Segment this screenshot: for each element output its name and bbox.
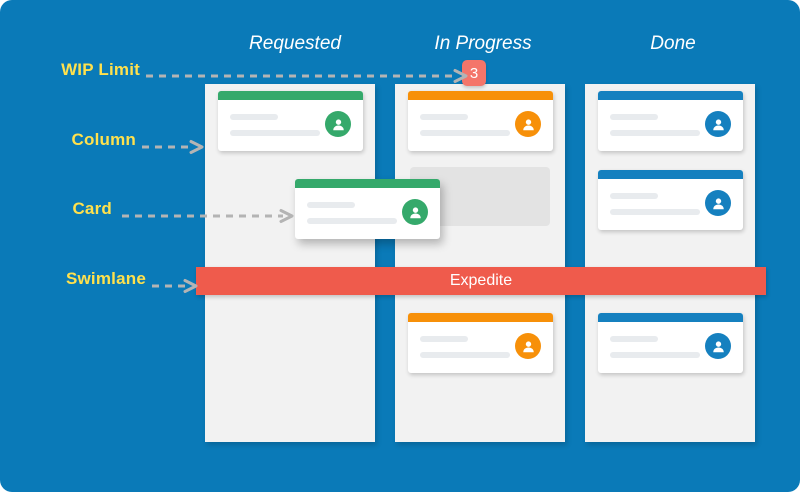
card-accent-bar — [598, 313, 743, 322]
card-body — [408, 100, 553, 151]
card-title-placeholder — [610, 114, 658, 120]
kanban-card[interactable] — [408, 313, 553, 373]
avatar — [705, 190, 731, 216]
card-body — [598, 322, 743, 373]
card-accent-bar — [408, 313, 553, 322]
card-desc-placeholder — [420, 352, 510, 358]
card-desc-placeholder — [610, 130, 700, 136]
annotation-label-swimlane: Swimlane — [65, 269, 146, 288]
annotation-arrow-card — [122, 209, 294, 223]
annotation-label-column: Column — [71, 130, 136, 149]
kanban-card[interactable] — [408, 91, 553, 151]
card-accent-bar — [598, 170, 743, 179]
kanban-card[interactable] — [598, 170, 743, 230]
card-title-placeholder — [610, 336, 658, 342]
card-desc-placeholder — [230, 130, 320, 136]
annotation-label-wip-limit: WIP Limit — [61, 60, 140, 79]
annotation-arrow-column — [142, 140, 204, 154]
annotation-arrow-swimlane — [152, 279, 198, 293]
card-title-placeholder — [610, 193, 658, 199]
kanban-card[interactable] — [598, 313, 743, 373]
annotation-arrow-wip-limit — [146, 69, 468, 83]
card-body — [598, 100, 743, 151]
kanban-card[interactable] — [218, 91, 363, 151]
avatar — [515, 111, 541, 137]
swimlane-expedite[interactable]: Expedite — [196, 267, 766, 295]
card-desc-placeholder — [420, 130, 510, 136]
card-accent-bar — [295, 179, 440, 188]
card-desc-placeholder — [610, 209, 700, 215]
card-title-placeholder — [420, 114, 468, 120]
annotation-label-card: Card — [72, 199, 112, 218]
card-title-placeholder — [230, 114, 278, 120]
card-body — [598, 179, 743, 230]
column-title-in-progress: In Progress — [434, 33, 532, 54]
card-title-placeholder — [307, 202, 355, 208]
card-accent-bar — [408, 91, 553, 100]
avatar — [402, 199, 428, 225]
column-title-requested: Requested — [249, 33, 341, 54]
card-desc-placeholder — [307, 218, 397, 224]
avatar — [515, 333, 541, 359]
card-body — [408, 322, 553, 373]
card-accent-bar — [218, 91, 363, 100]
card-body — [295, 188, 440, 239]
kanban-card[interactable] — [295, 179, 440, 239]
avatar — [705, 111, 731, 137]
card-desc-placeholder — [610, 352, 700, 358]
kanban-card[interactable] — [598, 91, 743, 151]
column-title-done: Done — [650, 33, 696, 54]
card-title-placeholder — [420, 336, 468, 342]
card-accent-bar — [598, 91, 743, 100]
wip-limit-badge-in-progress: 3 — [462, 60, 486, 86]
avatar — [705, 333, 731, 359]
avatar — [325, 111, 351, 137]
card-body — [218, 100, 363, 151]
